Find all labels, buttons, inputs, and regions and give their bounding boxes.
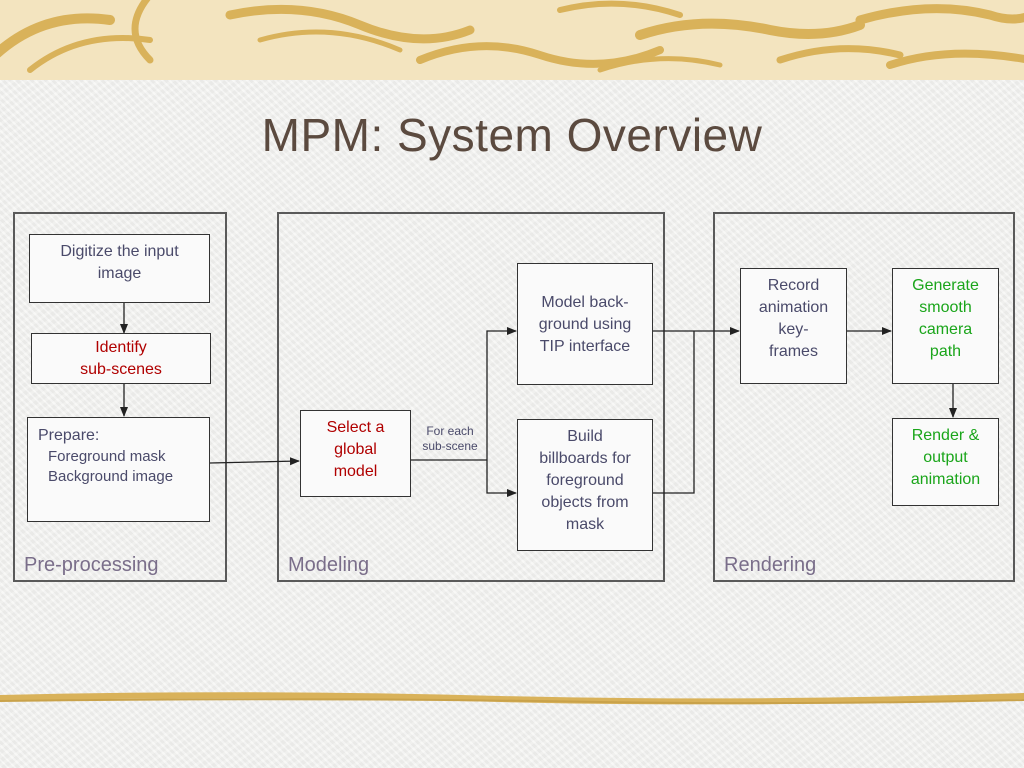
decorative-swirls — [0, 0, 1024, 73]
panel-label-rendering: Rendering — [724, 554, 817, 576]
line-billboards-to-record — [652, 331, 695, 494]
panel-label-modeling: Modeling — [288, 554, 370, 576]
decorative-top-band — [0, 0, 1024, 80]
box-record-keyframes: Record animation key- frames — [740, 268, 847, 384]
box-identify-subscenes: Identify sub-scenes — [31, 333, 211, 384]
arrow-prepare-to-select — [209, 457, 300, 466]
box-digitize-input: Digitize the input image — [29, 234, 210, 303]
panel-modeling — [277, 212, 665, 582]
box-model-background: Model back- ground using TIP interface — [517, 263, 653, 385]
decorative-bottom-strip — [0, 692, 1024, 705]
box-build-billboards: Build billboards for foreground objects … — [517, 419, 653, 551]
prepare-item-foreground: Foreground mask — [48, 448, 166, 465]
box-render-output: Render & output animation — [892, 418, 999, 506]
panel-rendering — [713, 212, 1015, 582]
arrow-split-to-billboards — [486, 460, 517, 497]
slide-title: MPM: System Overview — [261, 109, 763, 161]
panel-preprocessing — [13, 212, 227, 582]
panel-label-preprocessing: Pre-processing — [24, 554, 159, 576]
for-each-subscene-label: For each sub-scene — [422, 424, 478, 453]
arrow-split-to-background — [486, 327, 517, 460]
box-select-global-model: Select a global model — [300, 410, 411, 497]
box-prepare: Prepare: Foreground mask Background imag… — [27, 417, 210, 522]
prepare-item-background: Background image — [48, 468, 174, 485]
prepare-heading: Prepare: — [38, 427, 100, 444]
box-generate-camera-path: Generate smooth camera path — [892, 268, 999, 384]
